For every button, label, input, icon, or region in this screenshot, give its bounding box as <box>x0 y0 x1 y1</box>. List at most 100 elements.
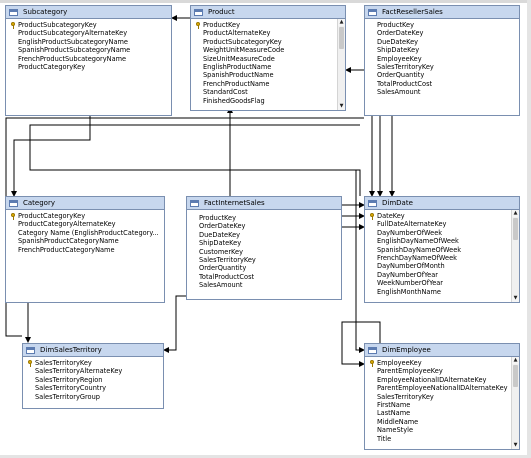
column-row[interactable]: ShipDateKey <box>369 46 519 54</box>
table-header[interactable]: Subcategory <box>6 6 171 19</box>
column-row[interactable]: ProductCategoryKey <box>10 212 164 220</box>
column-row[interactable]: DayNumberOfMonth <box>369 262 519 270</box>
column-row[interactable]: WeekNumberOfYear <box>369 279 519 287</box>
column-row[interactable]: ParentEmployeeKey <box>369 367 519 375</box>
column-row[interactable]: ProductSubcategoryKey <box>10 21 171 29</box>
column-row[interactable]: ProductKey <box>369 21 519 29</box>
column-row[interactable]: Category Name (EnglishProductCategory... <box>10 229 164 237</box>
column-row[interactable]: FrenchProductCategoryName <box>10 246 164 254</box>
column-row[interactable]: FinishedGoodsFlag <box>195 97 345 105</box>
column-name: EnglishDayNameOfWeek <box>377 237 459 246</box>
column-row[interactable]: ProductAlternateKey <box>195 29 345 37</box>
table-header[interactable]: FactInternetSales <box>187 197 341 210</box>
column-row[interactable]: StandardCost <box>195 88 345 96</box>
rel-resellersales-dimemployee[interactable] <box>355 170 365 353</box>
rel-subcategory-category[interactable] <box>11 116 91 197</box>
column-name: SalesTerritoryKey <box>377 392 434 401</box>
column-row[interactable]: ProductCategoryKey <box>10 63 171 71</box>
column-row[interactable]: SalesTerritoryGroup <box>27 393 163 401</box>
column-row[interactable]: FrenchProductSubcategoryName <box>10 55 171 63</box>
column-row[interactable]: SpanishProductCategoryName <box>10 237 164 245</box>
scroll-up-arrow-icon[interactable]: ▲ <box>512 357 519 364</box>
table-header[interactable]: DimEmployee <box>365 344 519 357</box>
column-row[interactable]: NameStyle <box>369 426 519 434</box>
column-row[interactable]: SpanishDayNameOfWeek <box>369 246 519 254</box>
rel-dimemployee-self[interactable] <box>341 321 381 367</box>
column-row[interactable]: OrderDateKey <box>191 222 341 230</box>
scroll-up-arrow-icon[interactable]: ▲ <box>338 19 345 26</box>
column-row[interactable]: CustomerKey <box>191 248 341 256</box>
column-row[interactable]: FrenchDayNameOfWeek <box>369 254 519 262</box>
column-row[interactable]: SalesAmount <box>191 281 341 289</box>
column-row[interactable]: SpanishProductSubcategoryName <box>10 46 171 54</box>
column-row[interactable]: DayNumberOfYear <box>369 271 519 279</box>
column-row[interactable]: OrderDateKey <box>369 29 519 37</box>
column-row[interactable]: Title <box>369 435 519 443</box>
table-header[interactable]: DimSalesTerritory <box>23 344 163 357</box>
column-row[interactable]: DayNumberOfWeek <box>369 229 519 237</box>
column-row[interactable]: SalesTerritoryKey <box>27 359 163 367</box>
column-row[interactable]: EnglishProductName <box>195 63 345 71</box>
column-row[interactable]: FirstName <box>369 401 519 409</box>
column-row[interactable]: DueDateKey <box>369 38 519 46</box>
column-row[interactable]: ProductSubcategoryKey <box>195 38 345 46</box>
scroll-down-arrow-icon[interactable]: ▼ <box>512 442 519 449</box>
scroll-up-arrow-icon[interactable]: ▲ <box>512 210 519 217</box>
column-row[interactable]: DueDateKey <box>191 231 341 239</box>
vertical-scrollbar[interactable]: ▲ ▼ <box>511 357 519 449</box>
column-row[interactable]: ShipDateKey <box>191 239 341 247</box>
column-row[interactable]: EmployeeKey <box>369 55 519 63</box>
column-row[interactable]: EmployeeKey <box>369 359 519 367</box>
column-row[interactable]: EnglishProductSubcategoryName <box>10 38 171 46</box>
column-row[interactable]: EnglishDayNameOfWeek <box>369 237 519 245</box>
column-row[interactable]: OrderQuantity <box>191 264 341 272</box>
column-row[interactable]: DateKey <box>369 212 519 220</box>
scroll-down-arrow-icon[interactable]: ▼ <box>512 295 519 302</box>
column-row[interactable]: OrderQuantity <box>369 71 519 79</box>
column-row[interactable]: MiddleName <box>369 418 519 426</box>
table-header[interactable]: DimDate <box>365 197 519 210</box>
column-row[interactable]: SizeUnitMeasureCode <box>195 55 345 63</box>
column-row[interactable]: SpanishProductName <box>195 71 345 79</box>
column-row[interactable]: LastName <box>369 409 519 417</box>
column-row[interactable]: EmployeeNationalIDAlternateKey <box>369 376 519 384</box>
column-row[interactable]: SalesTerritoryAlternateKey <box>27 367 163 375</box>
column-row[interactable]: SalesAmount <box>369 88 519 96</box>
scroll-thumb[interactable] <box>513 218 518 240</box>
rel-resellersales-dimemployee-long[interactable] <box>29 124 361 196</box>
column-row[interactable]: SalesTerritoryKey <box>369 393 519 401</box>
column-row[interactable]: SalesTerritoryKey <box>369 63 519 71</box>
column-row[interactable]: ParentEmployeeNationalIDAlternateKey <box>369 384 519 392</box>
column-row[interactable]: EnglishMonthName <box>369 288 519 296</box>
table-header[interactable]: Category <box>6 197 164 210</box>
vertical-scrollbar[interactable]: ▲ ▼ <box>511 210 519 302</box>
scroll-thumb[interactable] <box>513 365 518 387</box>
column-row[interactable]: ProductKey <box>195 21 345 29</box>
column-row[interactable]: ProductSubcategoryAlternateKey <box>10 29 171 37</box>
column-row[interactable]: ProductCategoryAlternateKey <box>10 220 164 228</box>
scroll-down-arrow-icon[interactable]: ▼ <box>338 103 345 110</box>
scroll-thumb[interactable] <box>339 27 344 49</box>
column-row[interactable]: SalesTerritoryKey <box>191 256 341 264</box>
column-row[interactable]: ProductKey <box>191 214 341 222</box>
table-header[interactable]: Product <box>191 6 345 19</box>
column-row[interactable]: TotalProductCost <box>191 273 341 281</box>
table-header[interactable]: FactResellerSales <box>365 6 519 19</box>
column-row[interactable]: SalesTerritoryRegion <box>27 376 163 384</box>
column-row[interactable]: TotalProductCost <box>369 80 519 88</box>
column-row[interactable]: SalesTerritoryCountry <box>27 384 163 392</box>
vertical-scrollbar[interactable]: ▲ ▼ <box>337 19 345 110</box>
column-row[interactable]: FrenchProductName <box>195 80 345 88</box>
column-row[interactable]: WeightUnitMeasureCode <box>195 46 345 54</box>
column-row[interactable]: FullDateAlternateKey <box>369 220 519 228</box>
rel-internetsales-dimsalesterritory[interactable] <box>163 295 186 353</box>
